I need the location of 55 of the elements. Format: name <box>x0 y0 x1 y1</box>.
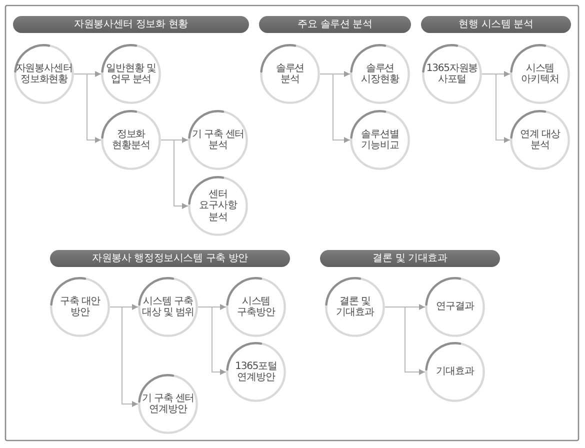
connector-arrow <box>320 74 350 143</box>
section-header-bar <box>50 250 290 267</box>
process-circle <box>50 277 110 337</box>
process-circle <box>138 277 198 337</box>
process-circle <box>425 342 485 402</box>
process-circle <box>226 342 286 402</box>
node-label: 1365포털 연계방안 <box>234 360 278 384</box>
section-header-bar <box>259 16 411 33</box>
connector-arrow <box>198 306 226 375</box>
connector-arrow <box>110 306 138 407</box>
process-circle <box>226 277 286 337</box>
node-label: 기 구축 센터 분석 <box>190 128 246 152</box>
node-label: 솔루션 시장현황 <box>360 62 400 86</box>
process-circle <box>325 277 385 337</box>
process-circle <box>425 277 485 337</box>
process-circle <box>350 44 410 104</box>
connector-arrow <box>384 306 426 375</box>
process-circle <box>510 44 570 104</box>
process-circle <box>510 110 570 170</box>
node-label: 기대효과 <box>436 366 474 378</box>
node-label: 연구결과 <box>436 301 474 313</box>
node-label: 솔루션별 기능비교 <box>360 128 400 152</box>
node-label: 일반현황 및 업무 분석 <box>105 62 157 86</box>
connector-arrow <box>482 74 510 143</box>
process-circle <box>350 110 410 170</box>
node-label: 센터 요구사항 분석 <box>198 188 238 224</box>
node-label: 시스템 구축방안 <box>236 296 276 318</box>
node-label: 솔루션 분석 <box>274 62 306 86</box>
process-circle <box>422 44 482 104</box>
node-label: 기 구축 센터 연계방안 <box>140 392 196 416</box>
process-circle <box>260 44 320 104</box>
node-label: 결론 및 기대효과 <box>335 296 376 318</box>
section-header-bar <box>421 16 571 33</box>
section-title: 자원봉사 행정정보시스템 구축 방안 <box>92 252 248 264</box>
section-header-bar <box>320 250 500 267</box>
node-label: 연계 대상 분석 <box>518 128 562 152</box>
process-circle <box>14 44 74 104</box>
node-label: 자원봉사센터 정보화현황 <box>14 62 74 86</box>
node-label: 시스템 구축 대상 및 범위 <box>140 296 196 318</box>
node-label: 1365자원봉사포털 <box>425 62 479 86</box>
node-label: 정보화 현황분석 <box>111 128 151 152</box>
section-title: 결론 및 기대효과 <box>372 252 448 264</box>
section-title: 자원봉사센터 정보화 현황 <box>74 18 188 30</box>
node-label: 시스템 아키텍처 <box>520 62 560 86</box>
connector-arrow <box>74 74 102 143</box>
connector-arrow <box>160 140 188 209</box>
process-circle <box>138 374 198 434</box>
process-circle <box>188 176 248 236</box>
process-circle <box>188 110 248 170</box>
process-circle <box>101 110 161 170</box>
process-circle <box>101 44 161 104</box>
section-title: 현행 시스템 분석 <box>458 18 534 30</box>
section-header-bar <box>13 16 249 33</box>
section-title: 주요 솔루션 분석 <box>298 18 372 30</box>
node-label: 구축 대안 방안 <box>58 296 102 318</box>
